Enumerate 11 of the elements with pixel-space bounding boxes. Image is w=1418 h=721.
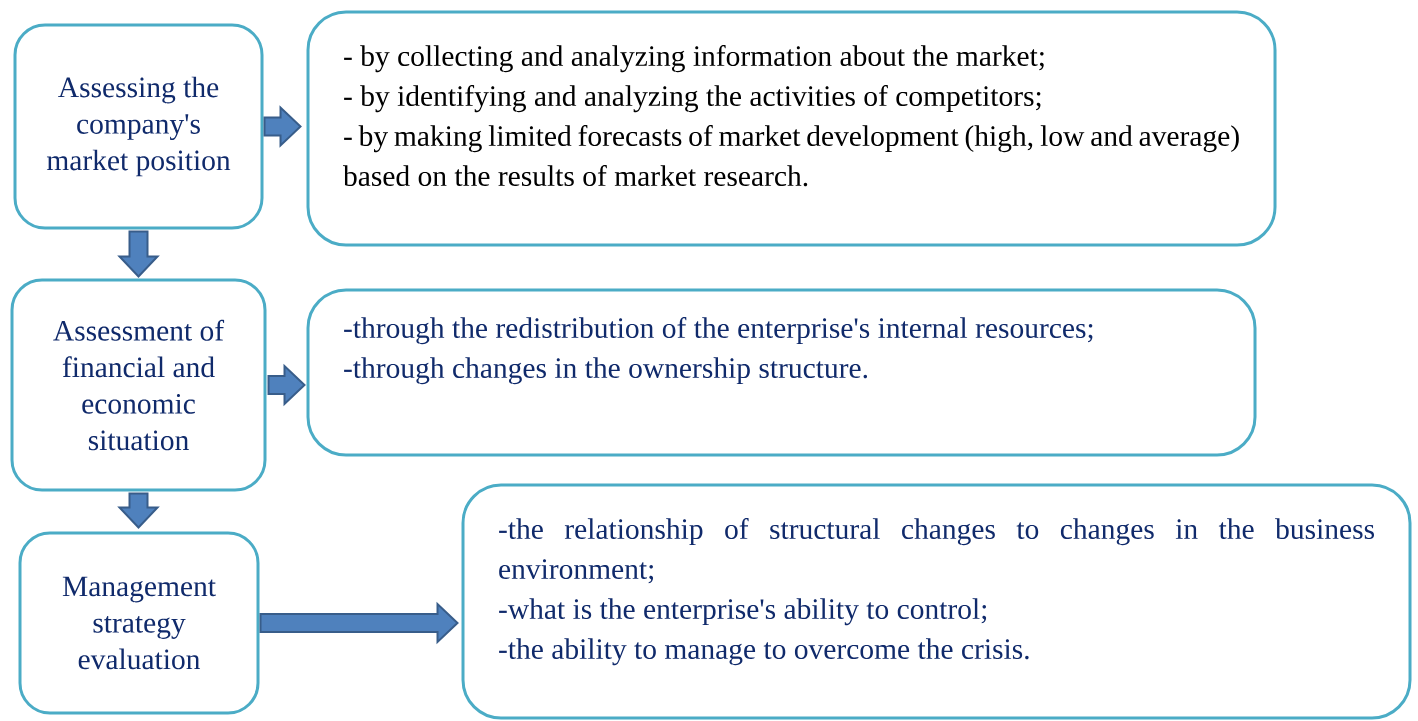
detail-box: -the relationship of structural changes to changes in the business environment; -what is the enterprise's ability to control; -the ability to manage to overcome the crisis. (461, 483, 1412, 720)
block-arrow (117, 492, 160, 529)
block-arrow (259, 601, 459, 645)
detail-box: - by collecting and analyzing information about the market; - by identifying and analyzing the activities of competitors; - by making limited forecasts of market development (high, low and average) based on the results of market research. (306, 10, 1277, 247)
block-arrow (263, 105, 302, 148)
step-box: Assessing the company's market position (13, 23, 264, 230)
block-arrow (117, 230, 160, 278)
step-box: Management strategy evaluation (18, 531, 260, 715)
step-box: Assessment of financial and economic situation (10, 278, 267, 492)
block-arrow (267, 363, 306, 407)
detail-box: -through the redistribution of the enterprise's internal resources; -through changes in the ownership structure. (306, 288, 1257, 457)
